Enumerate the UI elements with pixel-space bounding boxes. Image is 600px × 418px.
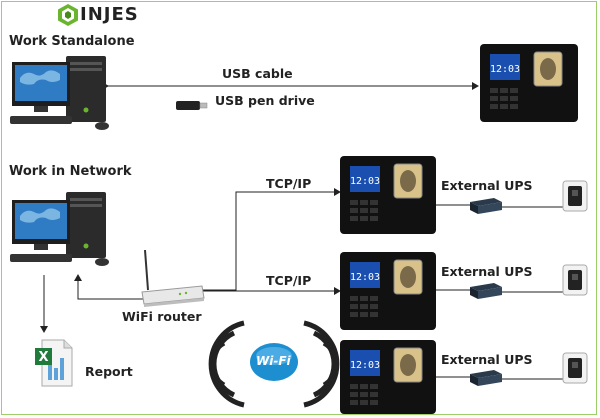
brand-logo-icon	[58, 4, 78, 26]
svg-text:12:03: 12:03	[350, 272, 380, 283]
section-title-network: Work in Network	[9, 164, 132, 179]
wifi-signal-icon	[208, 320, 340, 408]
svg-text:X: X	[38, 350, 48, 365]
wifi-router-label: WiFi router	[122, 309, 202, 324]
tcpip-label-1: TCP/IP	[266, 176, 312, 191]
ups-box-icon-3	[470, 370, 502, 386]
svg-text:12:03: 12:03	[490, 64, 520, 75]
external-ups-label-3: External UPS	[441, 352, 533, 367]
fingerprint-terminal-3: 12:03	[340, 340, 436, 414]
wifi-badge-label: Wi-Fi	[256, 354, 291, 368]
usb-cable-label: USB cable	[222, 66, 293, 81]
tcpip-label-2: TCP/IP	[266, 273, 312, 288]
usb-pen-drive-label: USB pen drive	[215, 93, 315, 108]
ups-box-icon-1	[470, 198, 502, 214]
report-label: Report	[85, 364, 133, 379]
network-computer-icon	[10, 192, 109, 266]
wifi-router-icon	[141, 250, 205, 307]
brand-name: INJES	[80, 4, 139, 25]
ups-box-icon-2	[470, 283, 502, 299]
svg-text:12:03: 12:03	[350, 360, 380, 371]
svg-text:12:03: 12:03	[350, 176, 380, 187]
power-outlet-icon-2	[562, 264, 588, 296]
router-to-device1-line	[203, 188, 341, 291]
external-ups-label-1: External UPS	[441, 178, 533, 193]
section-title-standalone: Work Standalone	[9, 34, 135, 49]
power-outlet-icon-1	[562, 180, 588, 212]
usb-pen-drive-icon	[176, 101, 208, 110]
fingerprint-terminal-1: 12:03	[340, 156, 436, 234]
desktop-computer-icon	[10, 56, 109, 130]
brand-logo: INJES	[54, 2, 172, 28]
fingerprint-terminal-standalone: 12:03	[480, 44, 578, 122]
external-ups-label-2: External UPS	[441, 264, 533, 279]
router-to-pc-line	[74, 274, 145, 300]
excel-report-icon: X	[35, 339, 73, 387]
power-outlet-icon-3	[562, 352, 588, 384]
fingerprint-terminal-2: 12:03	[340, 252, 436, 330]
